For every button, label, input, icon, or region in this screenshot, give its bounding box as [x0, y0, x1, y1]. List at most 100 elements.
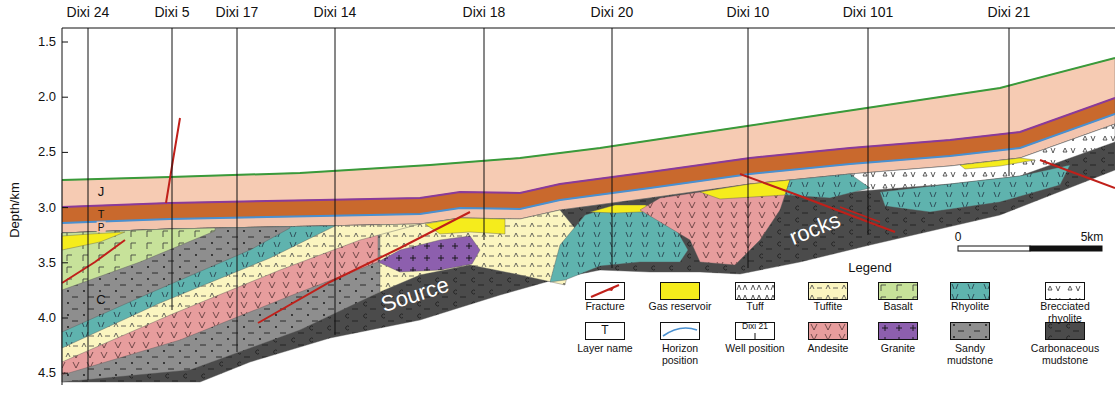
rock-pattern: [880, 165, 1070, 212]
axis-tick: [62, 207, 68, 208]
legend-swatch: [660, 322, 700, 340]
legend-swatch: [1045, 322, 1085, 340]
well-name: Dixi 20: [591, 5, 634, 20]
well-name-sample: Dixi 21: [742, 322, 768, 331]
legend-swatch: [878, 282, 918, 300]
legend-label: Well position: [719, 343, 791, 355]
axis-tick: [62, 42, 68, 43]
axis-tick: [62, 97, 68, 98]
well-line: [237, 28, 238, 352]
swatch-box: [661, 283, 700, 300]
legend-label: Gas reservoir: [644, 301, 716, 313]
swatch-box: [879, 283, 918, 300]
legend-swatch: [950, 322, 990, 340]
axis-tick: [62, 262, 68, 263]
axis-tick: [62, 318, 68, 319]
legend-swatch: [950, 282, 990, 300]
well-name: Dixi 18: [463, 5, 506, 20]
legend-swatch: [878, 322, 918, 340]
axis-line: [62, 28, 63, 385]
swatch-pattern: [1046, 283, 1084, 299]
well-name: Dixi 24: [67, 5, 110, 20]
source-rock-label: Source: [378, 273, 452, 318]
legend-label: Horizon position: [644, 343, 716, 366]
swatch-box: [951, 323, 990, 340]
axis-tick-label: 3.0: [38, 200, 56, 214]
fracture-line: [62, 240, 125, 283]
well-line: [1009, 28, 1010, 176]
rock-unit: [425, 218, 505, 234]
legend-label: Granite: [862, 343, 934, 355]
horizon-line: [62, 98, 1115, 207]
legend-label: Brecciated rhyolite: [1029, 301, 1101, 324]
axis-line: [62, 28, 1115, 29]
rock-pattern: [378, 236, 480, 272]
rock-unit: [62, 227, 290, 332]
well-line: [335, 28, 336, 335]
horizon-line: [62, 58, 1115, 180]
well-name: Dixi 101: [843, 5, 894, 20]
legend-label: Rhyolite: [934, 301, 1006, 313]
layer-name-sample: T: [601, 324, 608, 337]
axis-tick: [62, 152, 68, 153]
well-line: [868, 28, 869, 235]
rock-pattern: [62, 224, 420, 362]
swatch-box: [586, 283, 625, 300]
fracture-sample: [591, 285, 619, 297]
rock-pattern: [62, 124, 1115, 382]
rock-pattern: [62, 227, 290, 332]
rock-unit: [62, 224, 420, 362]
well-line: [748, 28, 749, 268]
legend-swatch: [660, 282, 700, 300]
swatch-box: [661, 323, 700, 340]
fracture-line: [166, 118, 180, 203]
swatch-pattern: [879, 283, 917, 299]
legend-swatch: [808, 322, 848, 340]
well-line: [172, 28, 173, 310]
fracture-line: [258, 212, 470, 323]
legend-label: Basalt: [862, 301, 934, 313]
axis-tick-label: 4.0: [38, 311, 56, 325]
layer-name: C: [96, 293, 105, 307]
legend-swatch: [735, 282, 775, 300]
legend-swatch: [808, 282, 848, 300]
well-name: Dixi 21: [988, 5, 1031, 20]
swatch-box: [879, 323, 918, 340]
rock-unit: [62, 124, 1115, 382]
rock-unit: [378, 236, 480, 272]
axis-tick-label: 2.0: [38, 90, 56, 104]
rock-pattern: [62, 226, 335, 348]
legend-label: Sandy mudstone: [934, 343, 1006, 366]
rock-pattern: [640, 180, 790, 265]
layer-name: P: [97, 221, 106, 232]
horizon-sample: [663, 328, 697, 336]
legend-label: Andesite: [792, 343, 864, 355]
swatch-box: [736, 283, 775, 300]
layer-name: J: [98, 185, 105, 199]
fracture-line: [1040, 160, 1115, 188]
well-line: [484, 28, 485, 240]
rock-unit: [880, 165, 1070, 212]
legend-label: Fracture: [569, 301, 641, 313]
swatch-box: [1046, 283, 1085, 300]
swatch-pattern: [809, 323, 847, 339]
axis-tick-label: 3.5: [38, 256, 56, 270]
rock-unit: [700, 180, 790, 199]
rock-unit: [62, 226, 335, 348]
well-name: Dixi 17: [216, 5, 259, 20]
legend-swatch: [1045, 282, 1085, 300]
swatch-box: [809, 323, 848, 340]
swatch-box: [736, 323, 775, 340]
legend-label: Tuffite: [792, 301, 864, 313]
legend-label: Tuff: [719, 301, 791, 313]
axis-tick-label: 1.5: [38, 35, 56, 49]
swatch-box: [809, 283, 848, 300]
swatch-pattern: [879, 323, 917, 339]
well-name: Dixi 14: [314, 5, 357, 20]
layer-name: T: [98, 208, 105, 220]
well-line: [612, 28, 613, 268]
legend-label: Carbonaceous mudstone: [1029, 343, 1101, 366]
axis-tick-label: 2.5: [38, 145, 56, 159]
swatch-pattern: [809, 283, 847, 299]
fracture-line: [840, 207, 880, 222]
